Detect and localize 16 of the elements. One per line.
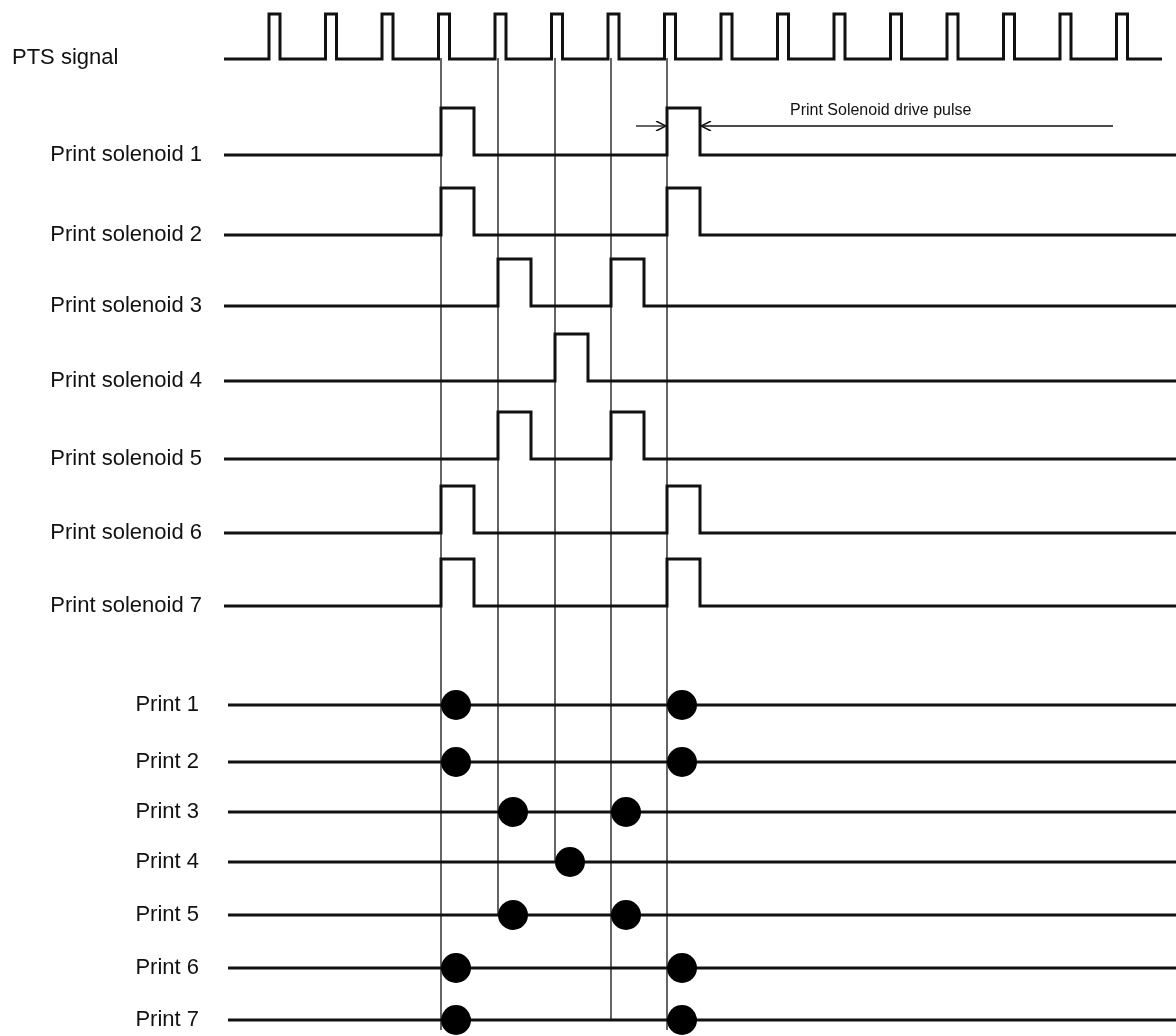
signal-label: Print solenoid 5 <box>50 446 202 469</box>
signal-label: Print 1 <box>135 692 199 715</box>
signal-label: Print solenoid 6 <box>50 520 202 543</box>
signal-label: Print 3 <box>135 799 199 822</box>
signal-label: Print 4 <box>135 849 199 872</box>
signal-label: Print 6 <box>135 955 199 978</box>
signal-label: Print solenoid 7 <box>50 593 202 616</box>
signal-label: Print 5 <box>135 902 199 925</box>
signal-label: PTS signal <box>12 45 119 68</box>
signal-label: Print 7 <box>135 1007 199 1030</box>
signal-label: Print 2 <box>135 749 199 772</box>
signal-label: Print solenoid 4 <box>50 368 202 391</box>
annotation-text: Print Solenoid drive pulse <box>790 102 972 119</box>
signal-label: Print solenoid 2 <box>50 222 202 245</box>
signal-label: Print solenoid 1 <box>50 142 202 165</box>
signal-label: Print solenoid 3 <box>50 293 202 316</box>
